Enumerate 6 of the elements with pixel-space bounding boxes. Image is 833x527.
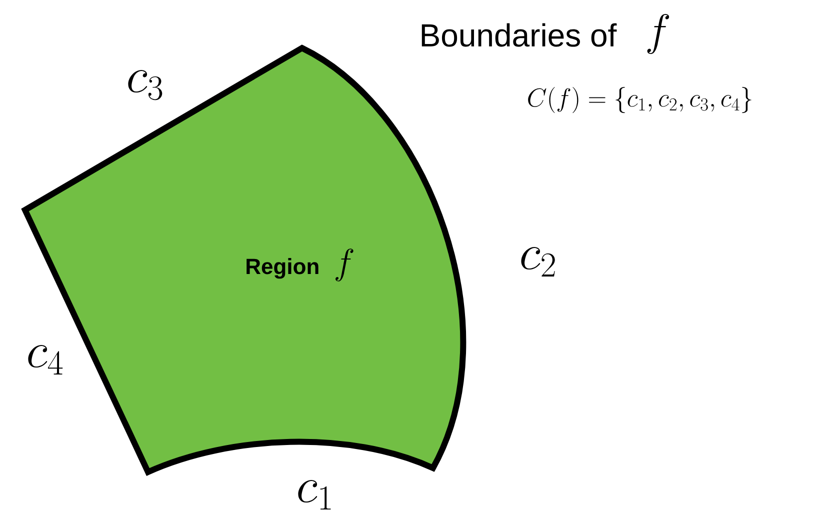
boundary-label: $c_4$	[28, 344, 63, 374]
boundary-set-formula: $C(f) = \{c_1, c_2, c_3, c_4\}$	[528, 86, 752, 113]
boundary-label: $c_3$	[128, 70, 162, 100]
function-symbol: $f$	[647, 14, 670, 54]
boundaries-heading: Boundaries of	[422, 23, 617, 47]
boundary-label: $c_2$	[521, 246, 555, 276]
